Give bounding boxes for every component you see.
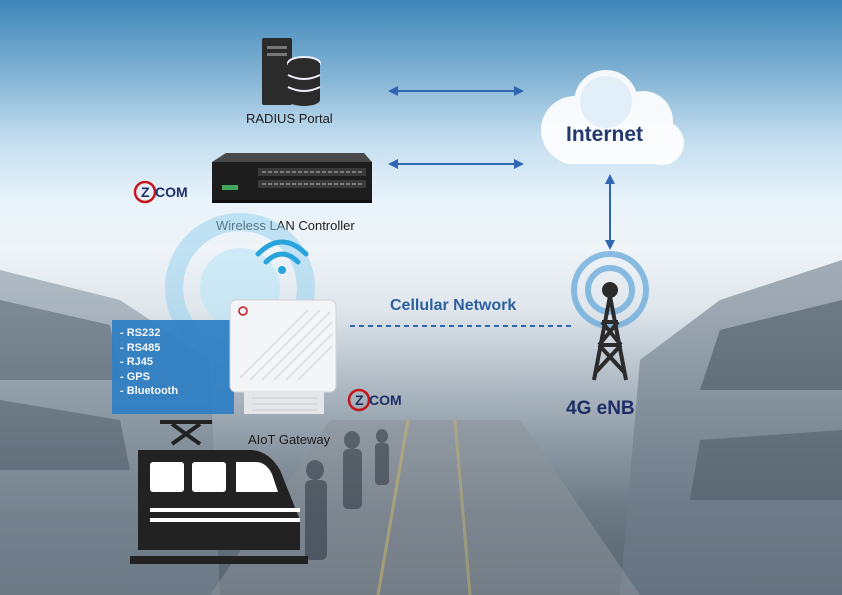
interface-item: - GPS (120, 370, 150, 383)
svg-text:COM: COM (369, 392, 402, 408)
radius-portal-label: RADIUS Portal (246, 111, 333, 126)
internet-label: Internet (566, 123, 644, 146)
cellular-network-label: Cellular Network (390, 297, 517, 314)
svg-text:Z: Z (141, 184, 150, 200)
interface-item: - RJ45 (120, 356, 154, 369)
interface-list-panel: - RS232 - RS485 - RJ45 - GPS - Bluetooth (112, 320, 234, 414)
enb-label: 4G eNB (566, 398, 635, 419)
zcom-logo-mark: Z COM (347, 388, 402, 412)
zcom-logo: Z COM (133, 180, 213, 209)
interface-item: - RS485 (120, 341, 161, 354)
zcom-logo: Z COM (347, 388, 427, 417)
zcom-logo-mark: Z COM (133, 180, 188, 204)
interface-item: - RS232 (120, 327, 161, 339)
aiot-gateway-label: AIoT Gateway (248, 432, 331, 447)
svg-text:COM: COM (155, 184, 188, 200)
interface-item: - Bluetooth (120, 385, 179, 398)
svg-text:Z: Z (355, 392, 364, 408)
